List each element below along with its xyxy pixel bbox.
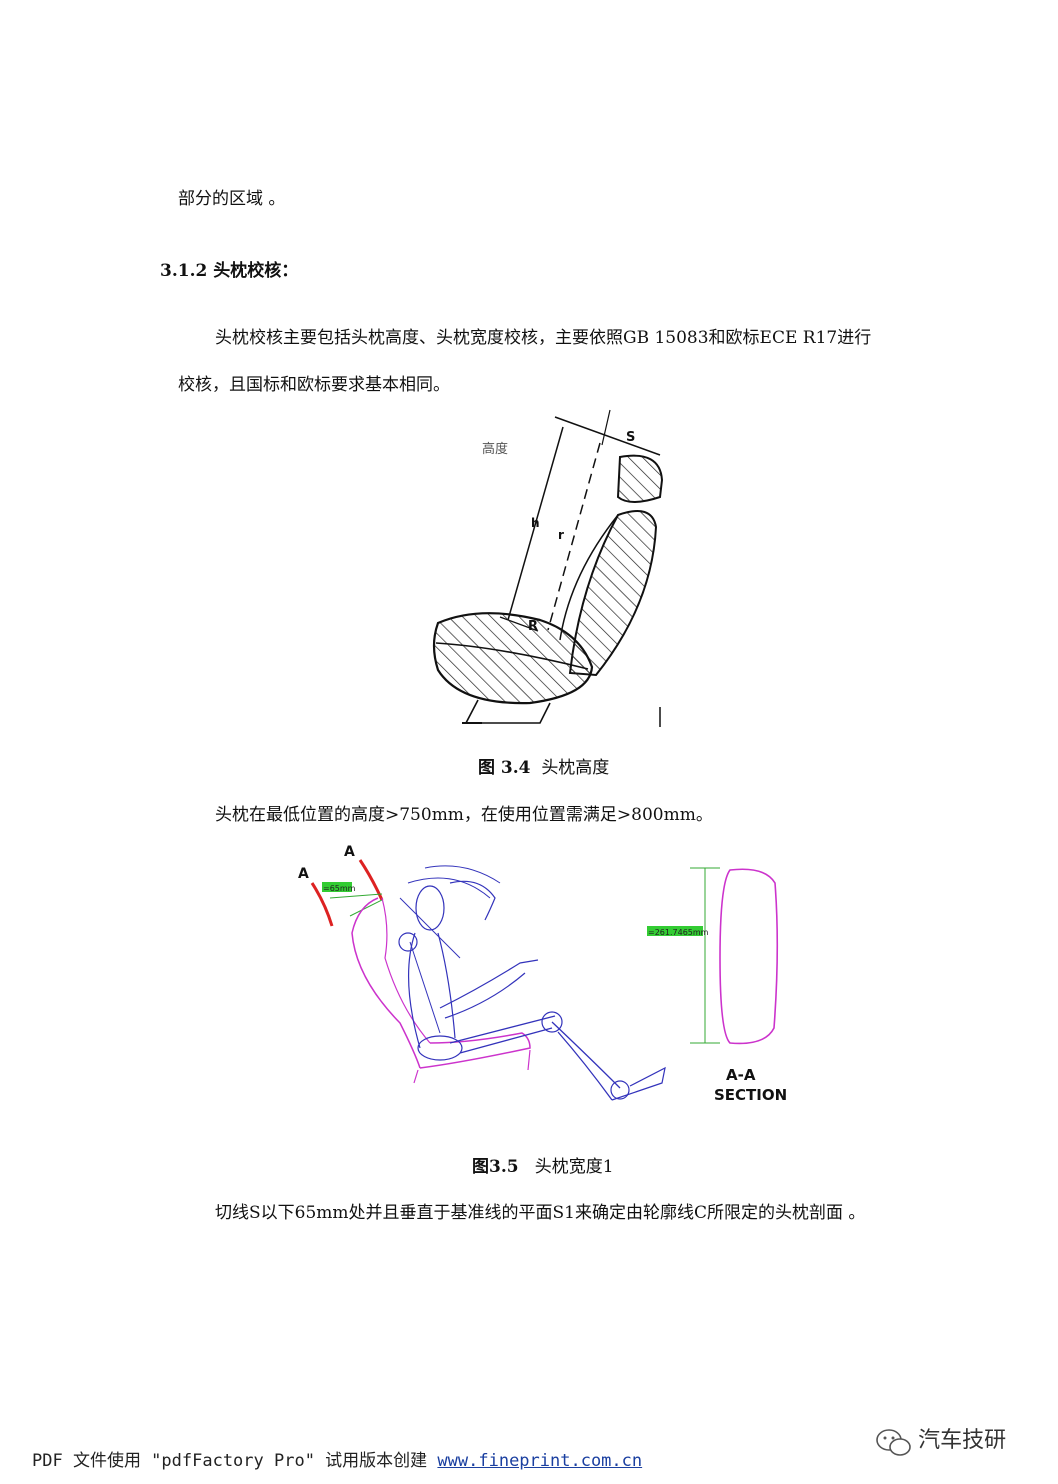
- figure-3-4-caption: 图 3.4 头枕高度: [478, 753, 609, 778]
- paragraph-3: 切线S以下65mm处并且垂直于基准线的平面S1来确定由轮廓线C所限定的头枕剖面 …: [215, 1203, 866, 1223]
- watermark: 汽车技研: [875, 1422, 1006, 1458]
- footer: PDF 文件使用 "pdfFactory Pro" 试用版本创建 www.fin…: [32, 1446, 642, 1471]
- caption-number: 图3.5: [472, 1157, 519, 1177]
- label-s: S: [626, 430, 635, 445]
- figure-headrest-width: A A =65mm =261.7465mm A-A SECTION: [298, 844, 787, 1104]
- caption-text: 头枕宽度1: [534, 1157, 614, 1177]
- footer-link[interactable]: www.fineprint.com.cn: [437, 1451, 643, 1471]
- dim-width: =261.7465mm: [648, 928, 709, 937]
- figure-headrest-height: 高度 S h r R: [432, 409, 664, 727]
- paragraph-2: 头枕在最低位置的高度>750mm，在使用位置需满足>800mm。: [215, 805, 713, 825]
- wechat-icon: [876, 1428, 911, 1456]
- label-h: h: [531, 516, 540, 530]
- section-heading: 3.1.2 头枕校核：: [160, 261, 299, 281]
- figure-3-5-caption: 图3.5 头枕宽度1: [472, 1152, 614, 1177]
- section-label-line-1: A-A: [726, 1066, 756, 1084]
- caption-number: 图 3.4: [478, 758, 531, 778]
- watermark-text: 汽车技研: [918, 1428, 1007, 1453]
- label-height: 高度: [482, 441, 508, 457]
- caption-text: 头枕高度: [541, 758, 610, 778]
- text-line-top: 部分的区域 。: [178, 189, 286, 209]
- label-section-a-1: A: [298, 866, 309, 882]
- label-R: R: [528, 619, 538, 634]
- footer-text: PDF 文件使用 "pdfFactory Pro" 试用版本创建: [32, 1451, 428, 1471]
- paragraph-1-line-1: 头枕校核主要包括头枕高度、头枕宽度校核，主要依照GB 15083和欧标ECE R…: [215, 328, 872, 348]
- paragraph-1-line-2: 校核，且国标和欧标要求基本相同。: [178, 375, 450, 395]
- label-section-a-2: A: [344, 844, 355, 860]
- label-r-small: r: [558, 528, 564, 542]
- section-label-line-2: SECTION: [714, 1086, 787, 1104]
- dim-small: =65mm: [323, 884, 356, 893]
